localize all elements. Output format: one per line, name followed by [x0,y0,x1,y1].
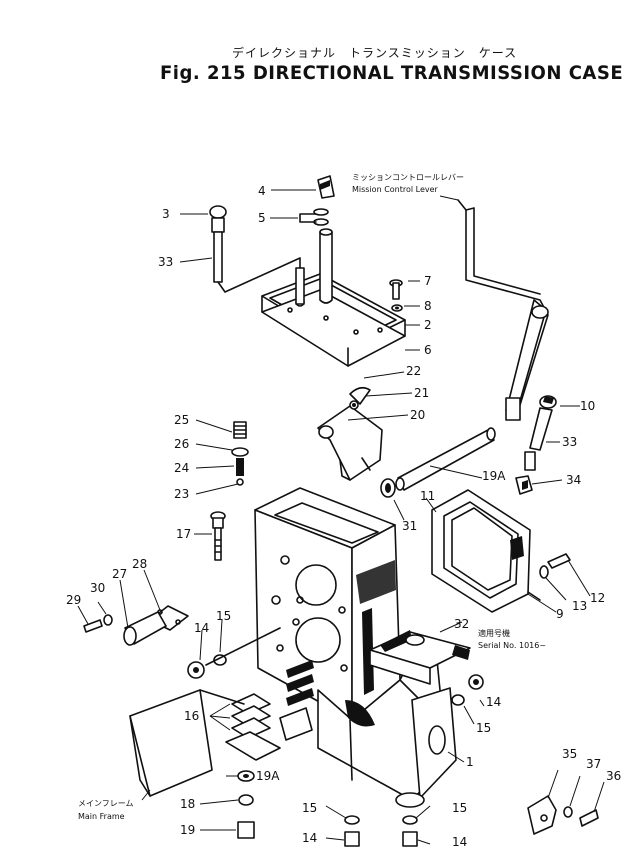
callout-10: 10 [580,399,595,413]
callout-12: 12 [590,591,605,605]
shims-and-mount [225,660,314,839]
frame-note-jp: メインフレーム [78,799,134,808]
callout-20: 19A [482,469,506,483]
callout-35: 34 [566,473,581,487]
callout-30: 29 [66,593,81,607]
callout-23: 22 [406,364,421,378]
callout-15a: 15 [216,609,231,623]
callout-1: 1 [466,755,474,769]
callout-numbers: 4 5 3 33 7 8 2 6 22 21 20 19A 25 26 24 2… [66,184,621,849]
callout-36: 35 [562,747,577,761]
lever-note-en: Mission Control Lever [352,185,439,194]
callout-8: 8 [424,299,432,313]
detent-parts [231,421,249,486]
fitting-and-pipe [209,205,301,293]
callout-15d: 15 [452,801,467,815]
serial-note-en: Serial No. 1016~ [478,641,546,650]
title-japanese: デイレクショナル トランスミッション ケース [232,46,518,60]
callout-3: 3 [162,207,170,221]
callout-11: 11 [420,489,435,503]
callout-29: 28 [132,557,147,571]
callout-16: 16 [184,709,199,723]
leader-lines [77,189,605,845]
side-cover [431,489,571,613]
callout-34a: 33 [158,255,173,269]
callout-19: 19 [180,823,195,837]
callout-27: 26 [174,437,189,451]
frame-note-en: Main Frame [78,812,125,821]
callout-14c: 14 [302,831,317,845]
drain-plugs-and-o-rings [187,627,484,847]
callout-15b: 15 [476,721,491,735]
figure-title: Fig. 215 DIRECTIONAL TRANSMISSION CASE [160,62,624,84]
shift-fork-and-shaft [317,386,496,498]
main-frame [129,689,245,797]
callout-13: 13 [572,599,587,613]
callout-14b: 14 [486,695,501,709]
callout-21: 20 [410,408,425,422]
case-bolt [210,511,226,561]
callout-9: 9 [556,607,564,621]
callout-33: 32 [454,617,469,631]
mission-control-lever [457,199,549,421]
callout-14a: 14 [194,621,209,635]
callout-32: 31 [402,519,417,533]
callout-5: 5 [258,211,266,225]
callout-17: 17 [176,527,191,541]
callout-7: 7 [424,274,432,288]
callout-14d: 14 [452,835,467,849]
callout-24: 23 [174,487,189,501]
callout-34b: 33 [562,435,577,449]
callout-31: 30 [90,581,105,595]
lever-note-jp: ミッションコントロールレバー [352,173,464,182]
small-bracket [527,795,599,835]
callout-2: 2 [424,318,432,332]
callout-4: 4 [258,184,266,198]
callout-26: 25 [174,413,189,427]
annotations: ミッションコントロールレバー Mission Control Lever 適用号… [78,173,546,821]
callout-37: 36 [606,769,621,783]
breather-and-seals [299,175,335,226]
callout-25: 24 [174,461,189,475]
left-shaft-and-flange [83,605,189,646]
lever-rod-assembly [515,395,557,495]
callout-15c: 15 [302,801,317,815]
callout-6: 6 [424,343,432,357]
callout-28: 27 [112,567,127,581]
callout-18: 18 [180,797,195,811]
cover-bolt-and-washer [389,279,403,312]
transmission-case [254,487,471,808]
callout-22: 21 [414,386,429,400]
serial-note-jp: 適用号機 [478,628,510,638]
top-cover-and-gasket [261,228,406,367]
callout-38: 37 [586,757,601,771]
callout-19a: 19A [256,769,280,783]
